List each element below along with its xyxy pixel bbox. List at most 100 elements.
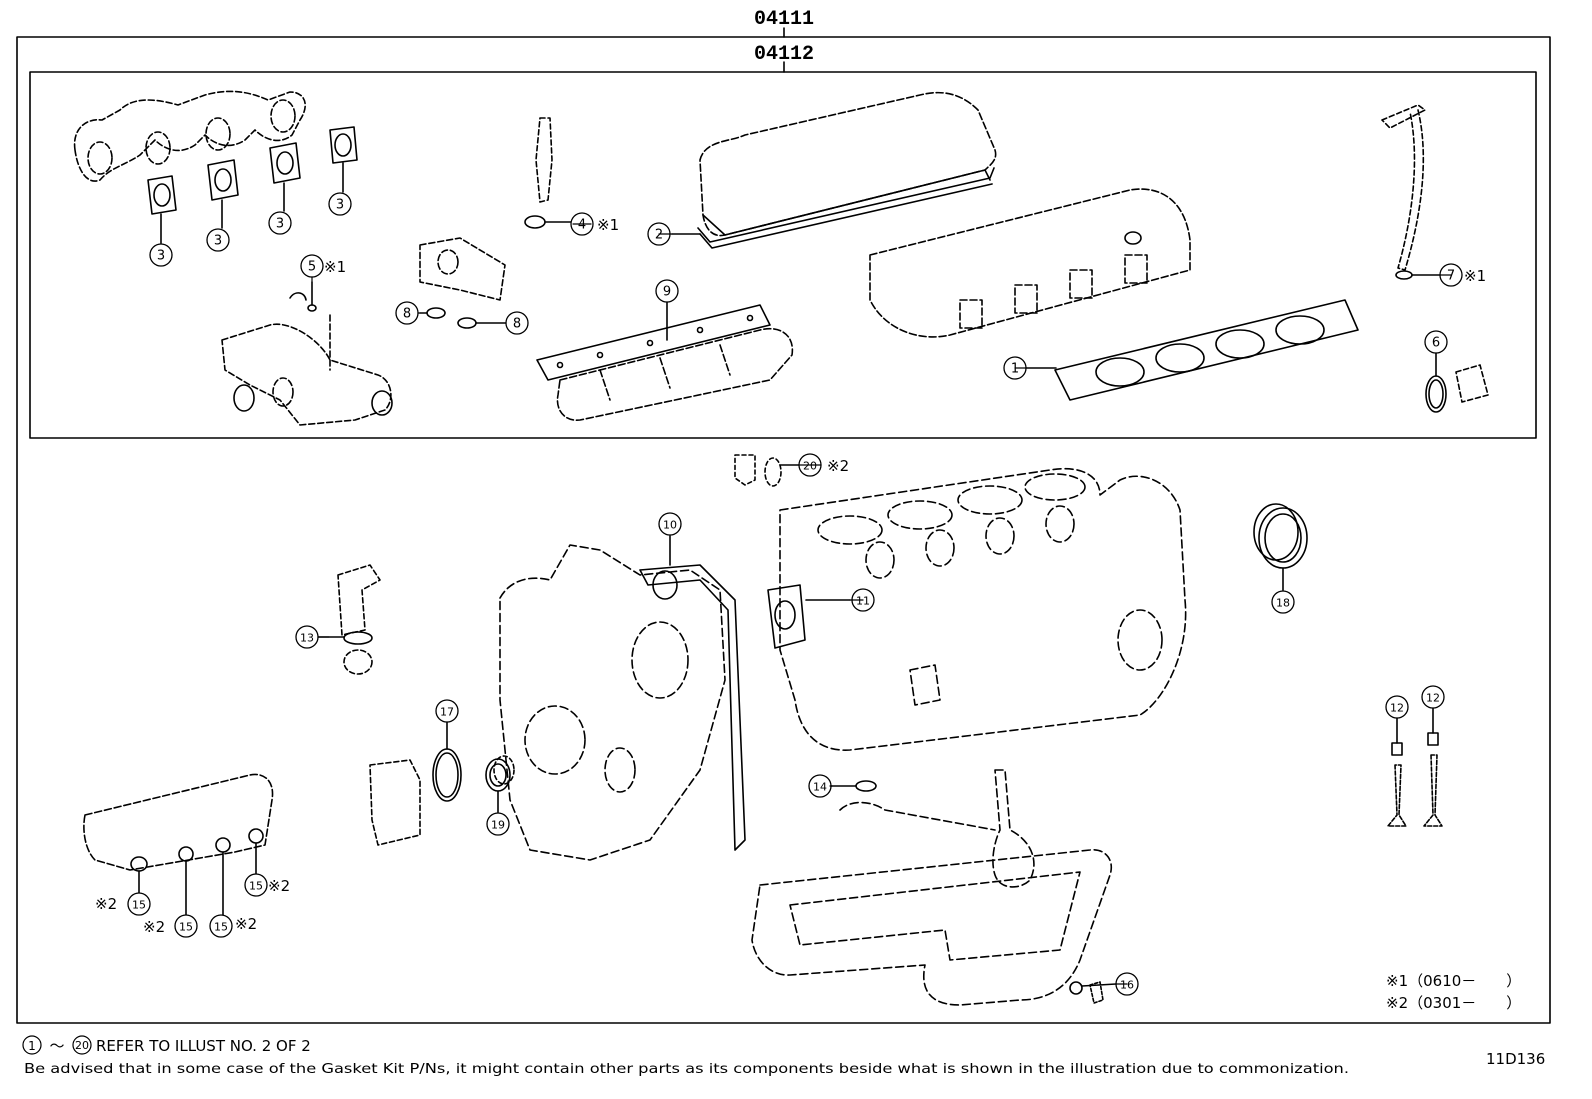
callout-number: 8 [403, 307, 411, 322]
footer-range-end: 20 [75, 1039, 89, 1052]
outlet-gaskets [233, 384, 393, 416]
part-6-drawing [1425, 352, 1489, 413]
callout-number: 15 [179, 921, 193, 934]
callout-14-20: 14 [808, 774, 832, 798]
callout-15-27: 15 [244, 873, 268, 897]
callout-number: 16 [1120, 979, 1134, 992]
callout-number: 3 [336, 198, 344, 213]
footer-range-start: 1 [28, 1039, 36, 1053]
leader-lines [311, 223, 1452, 985]
part-11-drawing [767, 584, 851, 649]
exhaust-manifold-drawing [73, 90, 306, 182]
callout-9-9: 9 [655, 279, 679, 303]
callout-number: 8 [513, 317, 521, 332]
timing-case-drawing [499, 544, 726, 861]
callout-circle [268, 211, 292, 235]
part-15-orings [130, 828, 264, 916]
callout-number: 15 [214, 921, 228, 934]
callout-19-19: 19 [486, 812, 510, 836]
part-17-drawing [369, 719, 462, 846]
footer-range-sep: ～ [49, 1037, 64, 1055]
lower-manifold-drawing [83, 773, 274, 871]
callout-circle [1271, 590, 1295, 614]
head-gasket-drawing [1025, 299, 1359, 401]
part-10-gasket [639, 535, 746, 851]
illustration-code: 11D136 [1486, 1050, 1545, 1068]
exhaust-gaskets [147, 126, 358, 244]
head-cover-drawing [699, 91, 997, 237]
callout-number: 12 [1426, 692, 1440, 705]
part-7-drawing [1381, 104, 1441, 280]
part-13-drawing [337, 564, 381, 675]
callout-circle [127, 892, 151, 916]
callout-circle [1421, 685, 1445, 709]
part-4-drawing [524, 117, 574, 229]
callout-8-8: 8 [505, 311, 529, 335]
callout-number: 2 [655, 228, 663, 243]
asterisk-marks: ※1 ※1 ※1 ※2 ※2 ※2 ※2 ※2 [95, 216, 1486, 936]
callout-number: 5 [308, 260, 316, 275]
cylinder-block-drawing [779, 468, 1187, 751]
callout-3-2: 3 [268, 211, 292, 235]
cylinder-head-drawing [869, 188, 1191, 338]
callout-12-21: 12 [1385, 695, 1409, 719]
callout-3-1: 3 [206, 228, 230, 252]
callout-circle [655, 279, 679, 303]
callout-number: 3 [214, 234, 222, 249]
callout-number: 3 [157, 249, 165, 264]
part-14-drawing [829, 780, 877, 792]
callout-circle [486, 812, 510, 836]
callout-circle [328, 192, 352, 216]
callout-number: 12 [1390, 702, 1404, 715]
callout-circle [209, 914, 233, 938]
footer-advisory: Be advised that in some case of the Gask… [24, 1062, 1349, 1077]
footer-range [22, 1035, 92, 1055]
head-cover-gasket [671, 167, 995, 249]
callout-8-7: 8 [395, 301, 419, 325]
callout-3-0: 3 [149, 243, 173, 267]
callout-circle [174, 914, 198, 938]
callout-3-3: 3 [328, 192, 352, 216]
callout-number: 15 [132, 899, 146, 912]
callout-12-22: 12 [1421, 685, 1445, 709]
part-8-drawing [419, 237, 506, 301]
mark-15d: ※2 [268, 877, 290, 895]
callout-6-12: 6 [1424, 330, 1448, 354]
mark-5: ※1 [324, 258, 346, 276]
callout-circle [435, 699, 459, 723]
callout-18-16: 18 [1271, 590, 1295, 614]
callout-circle [206, 228, 230, 252]
mark-15b: ※2 [143, 918, 165, 936]
mark-20: ※2 [827, 457, 849, 475]
inner-kit-frame [29, 71, 1537, 439]
part-18-drawing [1253, 503, 1308, 591]
mark-7: ※1 [1464, 267, 1486, 285]
callout-number: 11 [856, 595, 870, 608]
callout-17-18: 17 [435, 699, 459, 723]
callout-number: 10 [663, 519, 677, 532]
outer-kit-frame [16, 36, 1551, 1024]
note-1: ※1（0610－ ） [1386, 972, 1521, 990]
callout-number: 20 [803, 460, 817, 473]
footer-refer-text: REFER TO ILLUST NO. 2 OF 2 [96, 1037, 311, 1055]
callout-number: 19 [491, 819, 505, 832]
part-12-drawing [1387, 707, 1443, 827]
callout-number: 17 [440, 706, 454, 719]
oil-pan-drawing [751, 769, 1112, 1006]
part-20-drawing [734, 454, 801, 487]
callout-15-25: 15 [174, 914, 198, 938]
part-19-drawing [485, 755, 515, 813]
callout-number: 7 [1447, 269, 1455, 284]
callout-number: 13 [300, 632, 314, 645]
callout-number: 4 [578, 218, 586, 233]
callout-number: 6 [1432, 336, 1440, 351]
callout-number: 14 [813, 781, 827, 794]
note-2: ※2（0301－ ） [1386, 994, 1521, 1012]
callout-circle [505, 311, 529, 335]
callout-circle [658, 512, 682, 536]
callout-number: 3 [276, 217, 284, 232]
callout-circle [244, 873, 268, 897]
mark-15a: ※2 [95, 895, 117, 913]
